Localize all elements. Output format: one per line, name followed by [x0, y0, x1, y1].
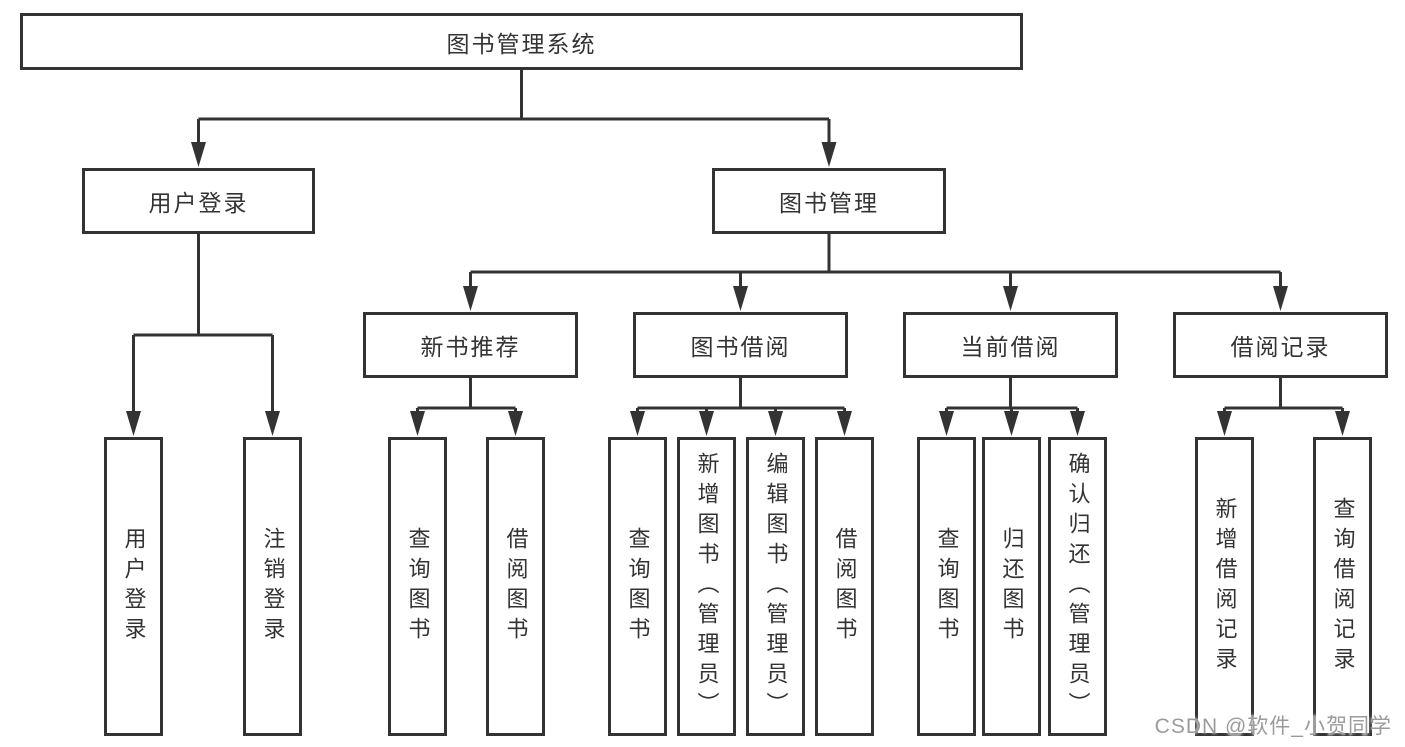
- node-login-action-label: 用户登录: [121, 526, 147, 647]
- node-current-borrow-label: 当前借阅: [960, 334, 1061, 360]
- node-new-book-recommend: 新书推荐: [363, 312, 578, 378]
- node-cb-return-book: 归还图书: [982, 437, 1041, 736]
- node-user-login: 用户登录: [82, 168, 315, 234]
- node-br-add-record-label: 新增借阅记录: [1212, 496, 1238, 677]
- node-bb-add-book: 新增图书（管理员）: [677, 437, 736, 736]
- node-login-action: 用户登录: [104, 437, 163, 736]
- node-bb-query-book-label: 查询图书: [625, 526, 651, 647]
- node-nbr-borrow-book: 借阅图书: [486, 437, 545, 736]
- node-logout-action: 注销登录: [243, 437, 302, 736]
- node-br-query-record: 查询借阅记录: [1313, 437, 1372, 736]
- node-br-add-record: 新增借阅记录: [1195, 437, 1254, 736]
- node-nbr-borrow-book-label: 借阅图书: [503, 526, 529, 647]
- csdn-watermark: CSDN @软件_小贺同学: [1154, 715, 1392, 738]
- node-nbr-query-book: 查询图书: [388, 437, 447, 736]
- node-br-query-record-label: 查询借阅记录: [1330, 496, 1356, 677]
- node-bb-query-book: 查询图书: [608, 437, 667, 736]
- node-cb-query-book-label: 查询图书: [934, 526, 960, 647]
- node-cb-confirm-return: 确认归还（管理员）: [1048, 437, 1107, 736]
- node-nbr-query-book-label: 查询图书: [405, 526, 431, 647]
- node-cb-return-book-label: 归还图书: [999, 526, 1025, 647]
- node-book-borrow-label: 图书借阅: [690, 334, 791, 360]
- node-bb-edit-book: 编辑图书（管理员）: [746, 437, 805, 736]
- node-bb-borrow-book: 借阅图书: [815, 437, 874, 736]
- node-borrow-record-label: 借阅记录: [1230, 334, 1331, 360]
- node-bb-add-book-label: 新增图书（管理员）: [694, 451, 720, 722]
- node-bb-edit-book-label: 编辑图书（管理员）: [763, 451, 789, 722]
- node-current-borrow: 当前借阅: [903, 312, 1118, 378]
- node-book-management: 图书管理: [712, 168, 946, 234]
- node-new-book-recommend-label: 新书推荐: [420, 334, 521, 360]
- node-book-borrow: 图书借阅: [633, 312, 848, 378]
- node-borrow-record: 借阅记录: [1173, 312, 1388, 378]
- node-bb-borrow-book-label: 借阅图书: [832, 526, 858, 647]
- node-cb-confirm-return-label: 确认归还（管理员）: [1065, 451, 1091, 722]
- node-root-label: 图书管理系统: [446, 30, 597, 57]
- node-logout-action-label: 注销登录: [260, 526, 286, 647]
- node-cb-query-book: 查询图书: [917, 437, 976, 736]
- node-book-management-label: 图书管理: [779, 190, 879, 216]
- node-user-login-label: 用户登录: [148, 190, 249, 216]
- node-root: 图书管理系统: [20, 13, 1023, 70]
